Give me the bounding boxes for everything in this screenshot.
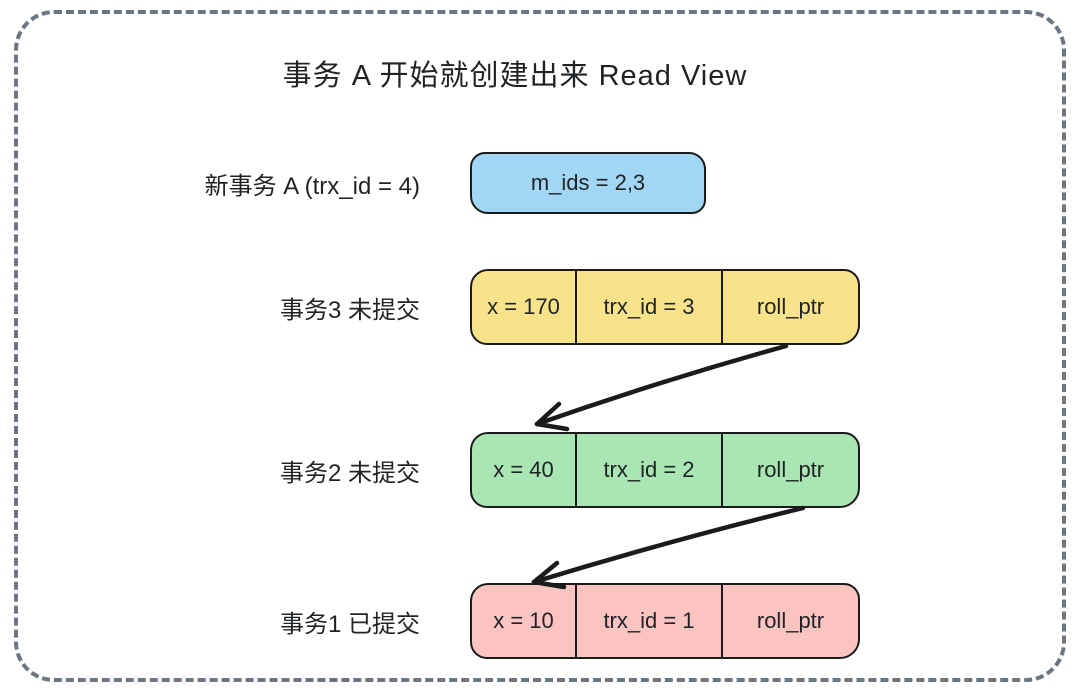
record-value-cell: x = 170 [487,294,560,319]
record-box-trx2: x = 40 trx_id = 2 roll_ptr [470,432,860,508]
read-view-label: 新事务 A (trx_id = 4) [204,172,420,200]
record-roll-ptr-cell: roll_ptr [721,434,858,506]
record-label-trx3: 事务3 未提交 [279,296,420,324]
record-roll-ptr-cell: roll_ptr [721,585,858,657]
record-label-trx1: 事务1 已提交 [279,610,420,638]
record-value-cell: x = 40 [493,457,554,482]
read-view-box: m_ids = 2,3 [470,152,706,214]
record-label-trx2: 事务2 未提交 [279,459,420,487]
record-box-trx3: x = 170 trx_id = 3 roll_ptr [470,269,860,345]
diagram-title: 事务 A 开始就创建出来 Read View [282,60,748,92]
read-view-row: 新事务 A (trx_id = 4) m_ids = 2,3 [120,152,706,214]
read-view-value: m_ids = 2,3 [530,170,646,195]
record-trx-id-cell: trx_id = 3 [575,271,721,343]
dashed-border-frame [14,10,1066,682]
record-value-cell: x = 10 [493,608,554,633]
record-trx-id-cell: trx_id = 1 [575,585,721,657]
record-row-trx3: 事务3 未提交 x = 170 trx_id = 3 roll_ptr [120,269,860,345]
record-roll-ptr-cell: roll_ptr [721,271,858,343]
record-row-trx1: 事务1 已提交 x = 10 trx_id = 1 roll_ptr [120,583,860,659]
record-box-trx1: x = 10 trx_id = 1 roll_ptr [470,583,860,659]
record-row-trx2: 事务2 未提交 x = 40 trx_id = 2 roll_ptr [120,432,860,508]
record-trx-id-cell: trx_id = 2 [575,434,721,506]
